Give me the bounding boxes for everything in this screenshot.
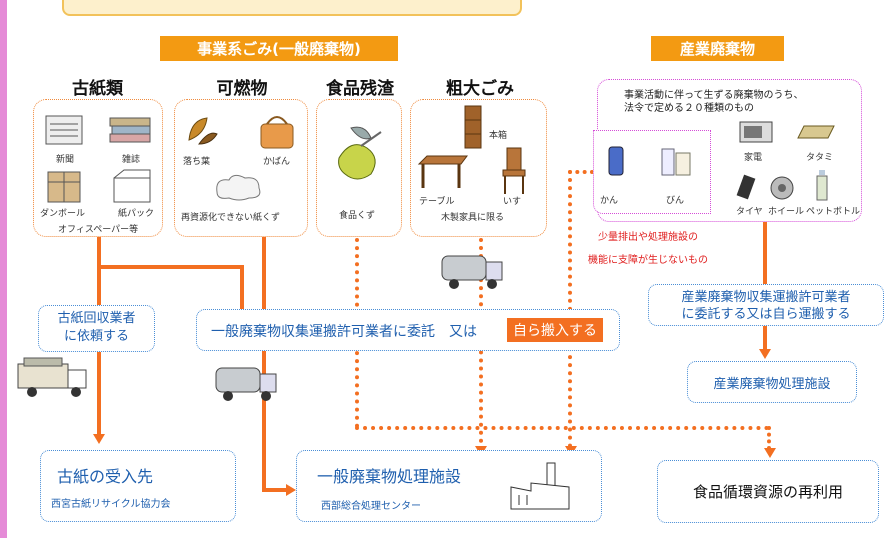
label-nonrecyclable: 再資源化できない紙くず [181, 213, 281, 223]
paper-destination-box: 古紙の受入先 西宮古紙リサイクル協力会 [40, 450, 236, 522]
label-tire: タイヤ [736, 207, 763, 217]
header-general-waste: 事業系ごみ(一般廃棄物) [160, 36, 398, 61]
arrow-to-food-recycle [764, 448, 776, 458]
garbage-truck-icon-2 [215, 367, 277, 401]
crumpled-paper-icon [216, 174, 261, 201]
paper-collector-box: 古紙回収業者 に依頼する [38, 305, 155, 352]
label-pet-bottle: ペットボトル [806, 207, 861, 217]
bookshelf-icon [464, 105, 482, 149]
label-wooden-furniture: 木製家具に限る [441, 213, 505, 223]
industrial-contract-line2: に委託する又は自ら運搬する [681, 307, 851, 322]
food-box: 食品くず [316, 99, 402, 237]
industrial-description-1: 事業活動に伴って生ずる廃棄物のうち、 [624, 90, 804, 101]
combustible-flow-line [262, 236, 266, 492]
label-chair: いす [503, 197, 522, 207]
paper-collector-line2: に依頼する [63, 329, 129, 344]
tatami-icon [797, 125, 835, 139]
general-facility-title: 一般廃棄物処理施設 [317, 467, 462, 486]
industrial-contract-line1: 産業廃棄物収集運搬許可業者 [681, 290, 851, 305]
smallqty-note-2: 機能に支障が生じないもの [588, 255, 708, 266]
label-wheel: ホイール [768, 207, 805, 217]
industrial-description-2: 法令で定める２０種類のもの [624, 103, 754, 114]
paper-destination-title: 古紙の受入先 [57, 467, 154, 486]
general-facility-box: 一般廃棄物処理施設 西部総合処理センター [296, 450, 602, 522]
header-industrial-waste: 産業廃棄物 [651, 36, 784, 61]
paper-collector-line1: 古紙回収業者 [57, 311, 136, 326]
top-banner-partial [62, 0, 522, 16]
combustible-flow-right [262, 488, 288, 492]
chair-icon [502, 147, 526, 194]
label-food-scraps: 食品くず [339, 211, 376, 221]
label-bookshelf: 本箱 [489, 131, 508, 141]
label-bag: かばん [263, 157, 291, 167]
can-bottle-box: かん びん [593, 130, 711, 214]
label-cardboard: ダンボール [40, 209, 86, 219]
appliance-icon [739, 121, 773, 143]
pet-bottle-icon [816, 170, 828, 201]
label-magazine: 雑誌 [122, 155, 141, 165]
industrial-facility-box: 産業廃棄物処理施設 [687, 361, 857, 403]
self-delivery-highlight: 自ら搬入する [507, 318, 603, 342]
category-combustible: 可燃物 [216, 79, 268, 99]
arrow-to-paper-dest [93, 434, 105, 444]
industrial-flow-line [763, 222, 767, 284]
general-contract-box: 一般廃棄物収集運搬許可業者に委託 又は 自ら搬入する [196, 309, 620, 351]
bulky-box: 本箱 テーブル いす 木製家具に限る [410, 99, 547, 237]
left-accent-bar [0, 0, 7, 538]
smallqty-dotted-top [568, 170, 594, 174]
paper-branch-down [240, 265, 244, 310]
label-carton: 紙パック [118, 209, 155, 219]
food-recycle-box: 食品循環資源の再利用 [657, 460, 879, 523]
arrow-to-industrial-facility [759, 349, 771, 359]
label-bottle: びん [666, 196, 685, 206]
food-dotted-horizontal [355, 426, 769, 430]
smallqty-note-1: 少量排出や処理施設の [598, 232, 698, 243]
category-food: 食品残渣 [326, 79, 394, 99]
arrow-to-general-facility [286, 484, 296, 496]
label-table: テーブル [419, 197, 455, 207]
industrial-flow-line-2 [763, 325, 767, 351]
bottle-icon [661, 148, 691, 176]
label-leaves: 落ち葉 [183, 157, 211, 167]
category-bulky: 粗大ごみ [446, 79, 514, 99]
paper-box: 新聞 雑誌 ダンボール 紙パック オフィスペーパー等 [33, 99, 163, 237]
food-dotted-down [767, 426, 771, 450]
general-facility-subtitle: 西部総合処理センター [321, 501, 421, 512]
label-office-paper: オフィスペーパー等 [58, 225, 139, 235]
bag-icon [260, 116, 294, 149]
category-paper: 古紙類 [72, 79, 123, 99]
paper-destination-subtitle: 西宮古紙リサイクル協力会 [51, 499, 171, 510]
paper-truck-icon [17, 357, 87, 397]
general-contract-text: 一般廃棄物収集運搬許可業者に委託 又は [211, 324, 477, 340]
magazine-icon [109, 117, 151, 143]
leaves-icon [188, 117, 218, 145]
newspaper-icon [45, 115, 83, 145]
cardboard-icon [47, 171, 81, 203]
table-icon [417, 155, 468, 188]
can-icon [608, 146, 624, 176]
paper-branch-line [97, 265, 243, 269]
industrial-contract-box: 産業廃棄物収集運搬許可業者 に委託する又は自ら運搬する [648, 284, 884, 326]
food-scraps-icon [338, 126, 382, 180]
tire-icon [736, 174, 756, 200]
label-can: かん [600, 196, 619, 206]
factory-icon [510, 462, 570, 510]
carton-icon [113, 169, 151, 203]
label-tatami: タタミ [806, 153, 834, 163]
garbage-truck-icon [441, 255, 503, 289]
label-newspaper: 新聞 [56, 155, 75, 165]
wheel-icon [770, 176, 794, 200]
label-appliance: 家電 [744, 153, 763, 163]
combustible-box: 落ち葉 かばん 再資源化できない紙くず [174, 99, 308, 237]
